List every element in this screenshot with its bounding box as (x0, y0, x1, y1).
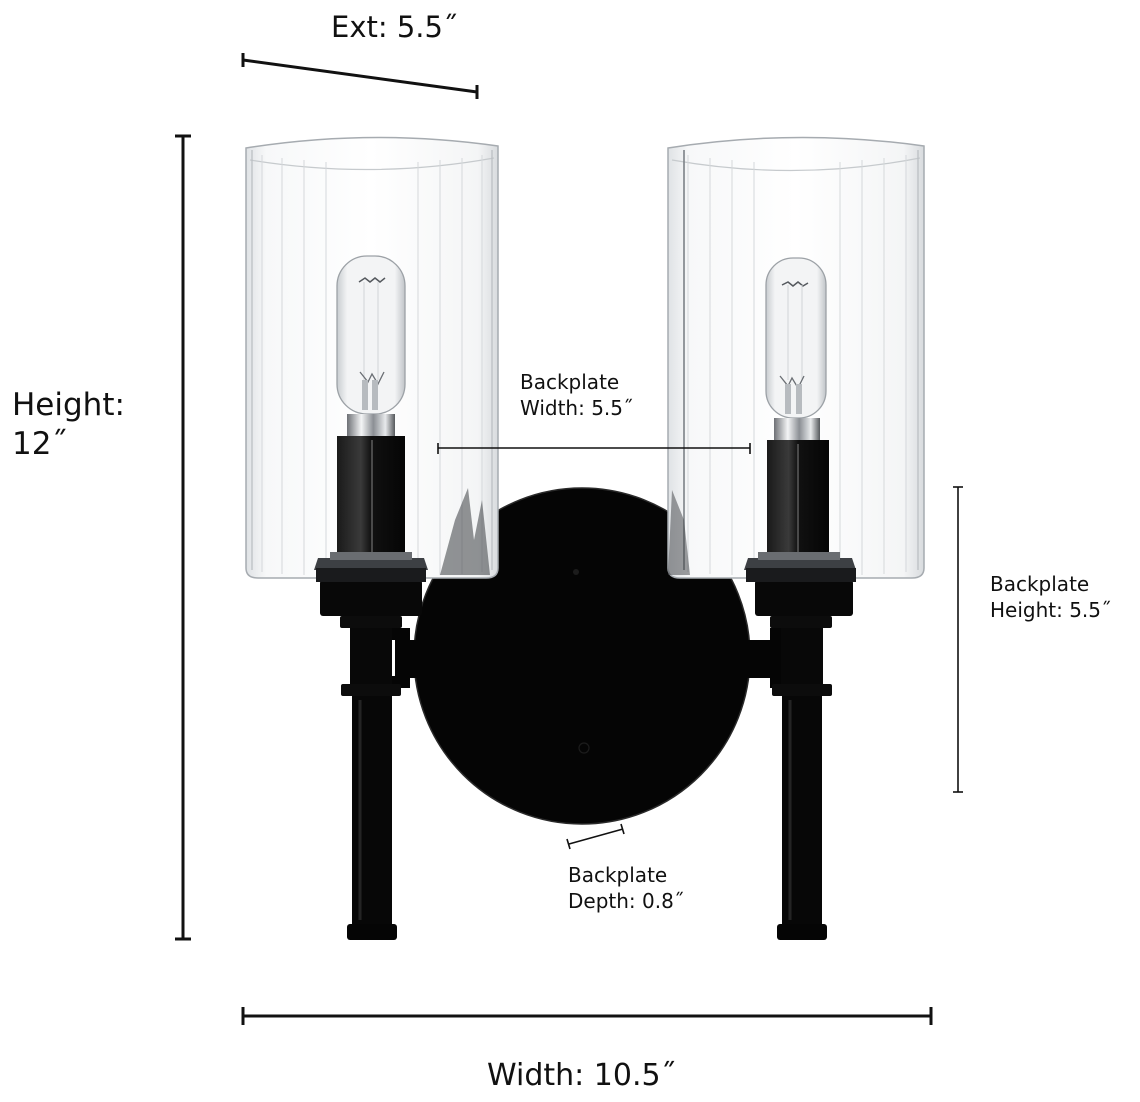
backplate-height-label-title: Backplate (990, 572, 1090, 596)
height-label-value: 12˝ (12, 425, 67, 462)
backplate-depth-label: Backplate Depth: 0.8˝ (568, 863, 684, 914)
left-socket (314, 436, 428, 582)
dimension-lines (175, 53, 963, 1025)
extension-dimension-line (241, 53, 479, 99)
backplate-height-label: Backplate Height: 5.5˝ (990, 572, 1111, 623)
width-label: Width: 10.5˝ (487, 1058, 676, 1093)
backplate-height-label-value: Height: 5.5˝ (990, 597, 1112, 622)
right-stem (755, 580, 853, 940)
backplate-depth-dimension-line (566, 823, 625, 850)
left-stem (320, 580, 422, 940)
backplate-width-label-value: Width: 5.5˝ (520, 395, 634, 420)
extension-label: Ext: 5.5˝ (331, 10, 458, 44)
backplate-height-dimension-line (953, 486, 963, 793)
right-bulb (765, 257, 827, 440)
height-label: Height: 12˝ (12, 386, 125, 464)
backplate-depth-label-value: Depth: 0.8˝ (568, 888, 684, 913)
left-light (245, 136, 499, 940)
backplate-width-label: Backplate Width: 5.5˝ (520, 370, 633, 421)
height-label-title: Height: (12, 387, 125, 423)
height-dimension-line (175, 134, 191, 941)
backplate-width-dimension-line (437, 443, 751, 454)
right-light (667, 136, 925, 940)
backplate-depth-label-title: Backplate (568, 863, 668, 887)
width-dimension-line (241, 1007, 933, 1025)
right-socket (744, 440, 856, 582)
backplate-width-label-title: Backplate (520, 370, 620, 394)
left-bulb (336, 255, 406, 436)
